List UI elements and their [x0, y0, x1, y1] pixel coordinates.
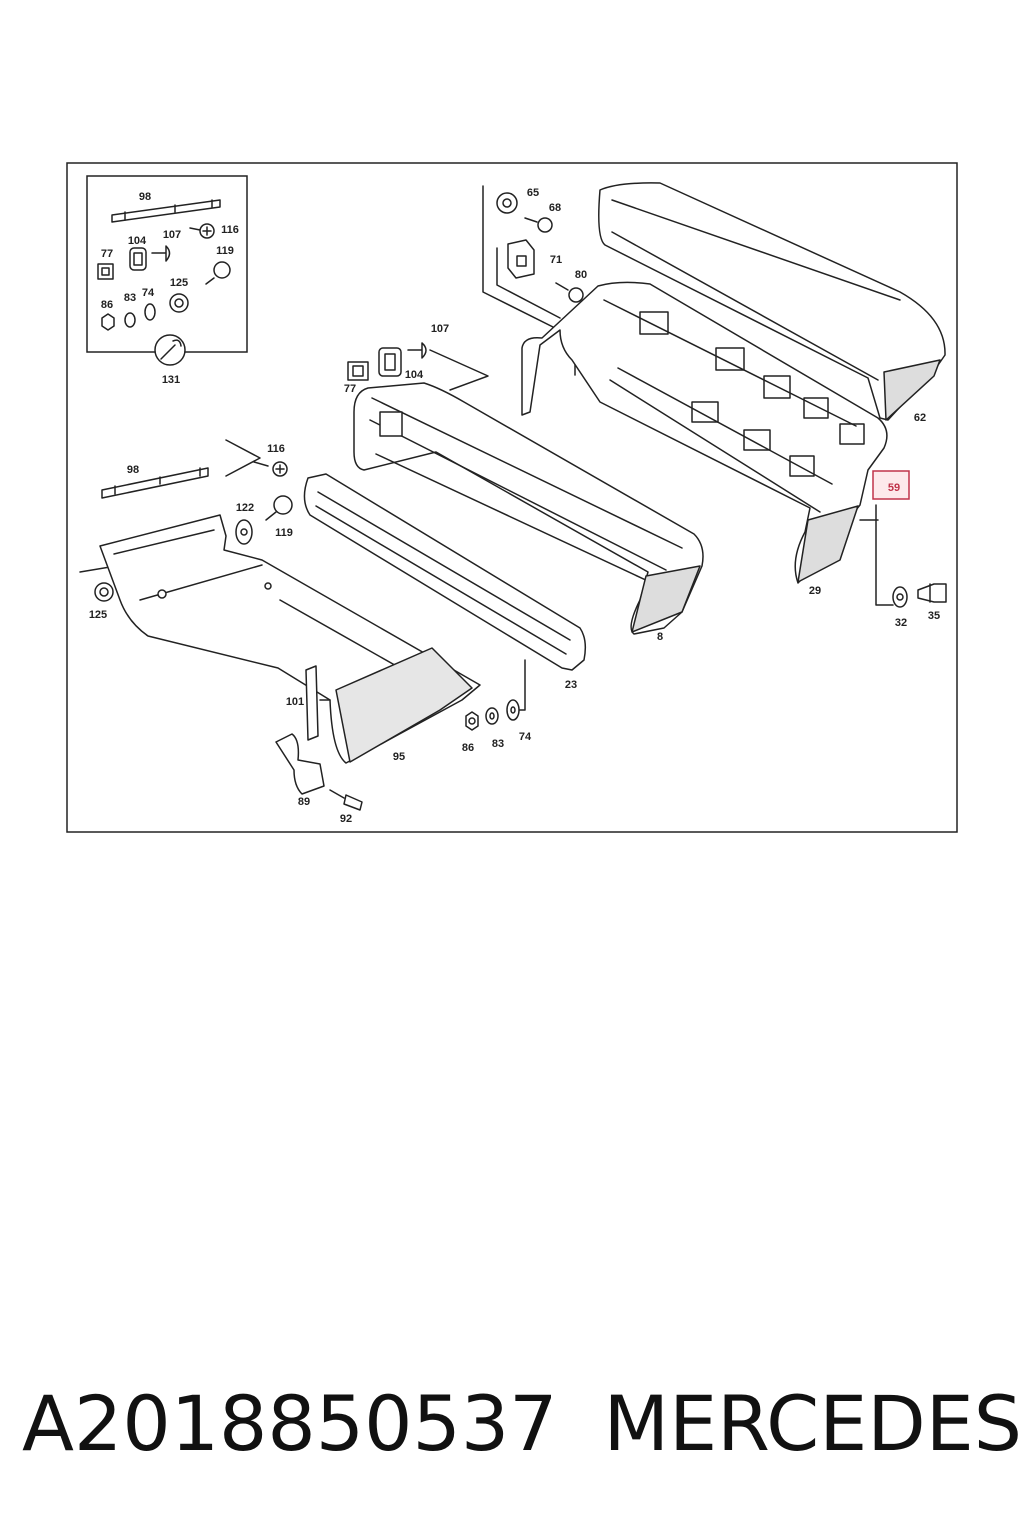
callout-label: 77	[101, 248, 113, 260]
nut-86	[465, 711, 479, 731]
clip-65	[496, 192, 518, 214]
callout-label: 68	[549, 202, 561, 214]
callout-label: 107	[431, 323, 449, 335]
nut-77	[347, 361, 369, 381]
leader-107	[429, 349, 489, 391]
callout-label: 86	[462, 742, 474, 754]
screw-116	[253, 461, 288, 477]
callout-label: 71	[550, 254, 562, 266]
callout-label: 62	[914, 412, 926, 424]
callout-label: 80	[575, 269, 587, 281]
callout-label: 77	[344, 383, 356, 395]
callout-label: 104	[405, 369, 424, 381]
inset-screw-116	[189, 223, 215, 239]
parts-diagram: 98 116 104 107 77 119 86 83 74 125 131 6…	[66, 162, 958, 833]
callout-label: 119	[216, 245, 234, 257]
callout-label-highlighted: 59	[888, 482, 900, 494]
callout-label: 125	[89, 609, 107, 621]
inset-bolt-119	[205, 261, 231, 285]
callout-label: 131	[162, 374, 180, 386]
callout-label: 116	[221, 224, 239, 236]
bolt-80	[555, 282, 584, 303]
callout-label: 116	[267, 443, 285, 455]
bumper-8	[353, 382, 704, 635]
callout-label: 122	[236, 502, 254, 514]
diagram-frame	[66, 162, 958, 833]
callout-label: 8	[657, 631, 663, 643]
clip-35	[917, 583, 947, 603]
washer-122	[235, 519, 253, 545]
callout-label: 89	[298, 796, 310, 808]
rivet-107	[407, 342, 427, 359]
callout-label: 86	[101, 299, 113, 311]
wrench-icon	[154, 334, 186, 366]
inset-clip-104	[129, 247, 147, 271]
brand-name: MERCEDES	[603, 1378, 1022, 1468]
callout-label: 74	[142, 287, 155, 299]
callout-label: 104	[128, 235, 147, 247]
callout-label: 83	[124, 292, 136, 304]
screw-68	[524, 217, 553, 233]
callout-label: 92	[340, 813, 352, 825]
callout-label: 23	[565, 679, 577, 691]
side-panel	[99, 514, 481, 764]
callout-label: 29	[809, 585, 821, 597]
callout-label: 65	[527, 187, 539, 199]
inset-nut-86	[101, 313, 115, 331]
part-caption: A2018850537 MERCEDES	[22, 1368, 1022, 1478]
leader-116	[225, 439, 261, 477]
inset-strip-98	[111, 199, 221, 223]
callout-label: 35	[928, 610, 940, 622]
bumper-29	[521, 281, 888, 584]
bolt-119	[265, 495, 293, 521]
inset-nut-77	[97, 263, 114, 280]
washer-74	[506, 699, 520, 721]
leader-71	[496, 247, 561, 319]
support-23	[303, 473, 587, 671]
leader-59	[875, 504, 894, 606]
part-number: A2018850537	[22, 1378, 558, 1468]
callout-label: 98	[139, 191, 151, 203]
washer-32	[892, 586, 908, 608]
callout-label: 32	[895, 617, 907, 629]
callout-label: 119	[275, 527, 293, 539]
highlight-box-59	[872, 470, 910, 500]
callout-label: 101	[286, 696, 304, 708]
callout-label: 83	[492, 738, 504, 750]
nut-125	[94, 582, 114, 602]
bracket-71	[507, 239, 535, 279]
callout-label: 125	[170, 277, 188, 289]
clip-92	[329, 789, 363, 811]
washer-83	[485, 707, 499, 725]
inset-washer-74	[144, 303, 156, 321]
callout-label: 74	[519, 731, 532, 743]
trim-89	[275, 733, 325, 795]
inset-washer-83	[124, 312, 136, 328]
callout-label: 95	[393, 751, 405, 763]
inset-nut-125	[169, 293, 189, 313]
inset-rivet-107	[151, 245, 171, 262]
clip-104	[378, 347, 402, 377]
strip-101	[305, 665, 319, 741]
callout-label: 98	[127, 464, 139, 476]
callout-label: 107	[163, 229, 181, 241]
strip-98	[101, 467, 209, 499]
rear-cover-62	[598, 182, 946, 421]
